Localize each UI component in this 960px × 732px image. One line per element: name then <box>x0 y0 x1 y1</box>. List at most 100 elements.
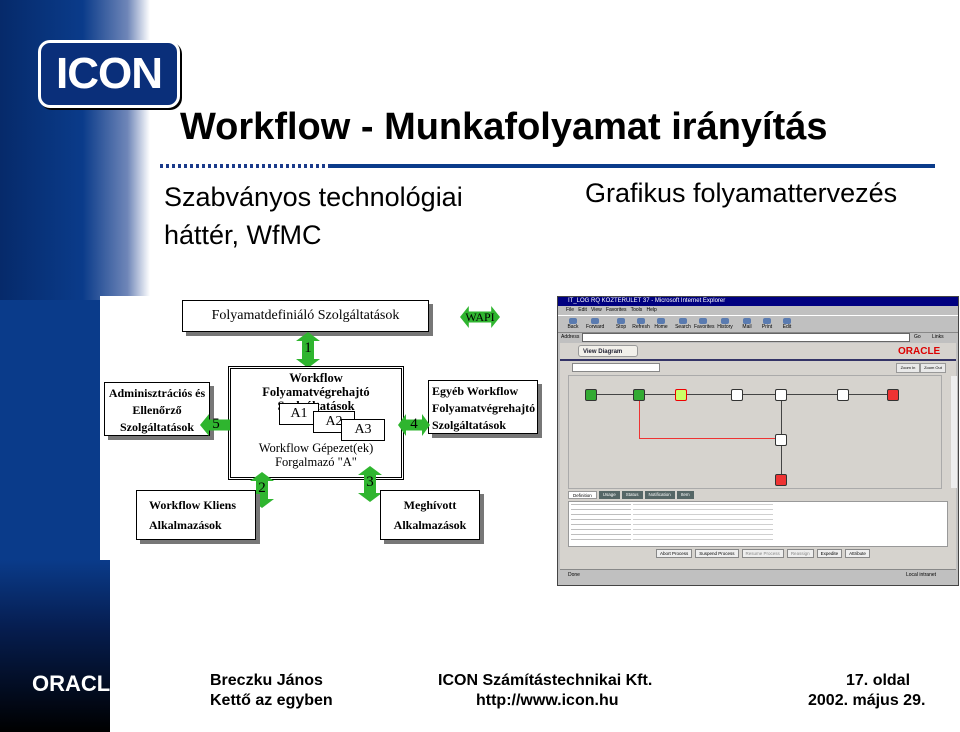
oracle-logo: ORACLE <box>898 346 941 357</box>
refresh-label: Refresh <box>632 324 650 330</box>
blue-band-bottom <box>0 560 110 732</box>
tab-notification[interactable]: Notification <box>644 491 675 499</box>
history-button[interactable]: History <box>716 318 734 330</box>
blue-band-middle <box>0 300 100 560</box>
edit-label: Edit <box>782 324 792 330</box>
search-icon <box>679 318 687 324</box>
detail-values <box>633 504 773 542</box>
forward-button[interactable]: Forward <box>586 318 604 330</box>
print-label: Print <box>761 324 773 330</box>
other-engines-box: Egyéb Workflow Folyamatvégrehajtó Szolgá… <box>428 380 538 434</box>
refresh-icon <box>637 318 645 324</box>
reassign-button[interactable]: Reassign <box>786 549 814 558</box>
mail-icon <box>743 318 751 324</box>
process-selector[interactable] <box>572 363 660 372</box>
interface-5-arrow <box>200 414 230 436</box>
home-button[interactable]: Home <box>652 318 670 330</box>
logo-text: ICON <box>56 49 163 98</box>
reject-node-icon[interactable] <box>775 434 787 446</box>
address-label: Address <box>561 334 580 340</box>
expedite-button[interactable]: Expedite <box>816 549 843 558</box>
dotted-rule <box>160 164 330 168</box>
tab-usage[interactable]: Usage <box>598 491 620 499</box>
address-input[interactable] <box>582 333 910 342</box>
print-icon <box>763 318 771 324</box>
wfmc-diagram: Folyamatdefiniáló Szolgáltatások WAPI 1 … <box>100 296 552 558</box>
menu-favorites[interactable]: Favorites <box>605 307 627 313</box>
footer-url[interactable]: http://www.icon.hu <box>476 692 619 709</box>
interface-4-arrow <box>398 414 430 436</box>
client-apps-box: Workflow Kliens Alkalmazások <box>136 490 256 540</box>
home-icon <box>657 318 665 324</box>
canvas-scrollbar[interactable] <box>951 376 957 488</box>
menu-help[interactable]: Help <box>646 307 657 313</box>
notify-node-icon[interactable] <box>837 389 849 401</box>
suspend-process-button[interactable]: Suspend Process <box>695 549 739 558</box>
header-rule <box>560 359 956 361</box>
wapi-label: WAPI <box>465 310 495 324</box>
favorites-button[interactable]: Favorites <box>694 318 715 330</box>
forward-icon <box>591 318 599 324</box>
status-zone: Local intranet <box>906 572 937 578</box>
footer-date: 2002. május 29. <box>808 692 926 709</box>
interface-3-label: 3 <box>366 474 374 490</box>
mail-button[interactable]: Mail <box>738 318 756 330</box>
subtitle-right: Grafikus folyamattervezés <box>585 178 898 208</box>
icon-logo: ICON <box>38 40 180 108</box>
document-node-icon[interactable] <box>731 389 743 401</box>
menu-view[interactable]: View <box>591 307 602 313</box>
workflow-screenshot: IT_LOG RQ KÖZTERÜLET 37 - Microsoft Inte… <box>557 296 959 586</box>
end-node-2-icon[interactable] <box>775 474 787 486</box>
detail-tabs: Definition Usage Status Notification Ite… <box>568 491 694 499</box>
detail-panel <box>568 501 948 547</box>
abort-process-button[interactable]: Abort Process <box>656 549 693 558</box>
back-icon <box>569 318 577 324</box>
back-button[interactable]: Back <box>564 318 582 330</box>
zoom-in-button[interactable]: Zoom In <box>896 363 920 373</box>
process-definition-box: Folyamatdefiniáló Szolgáltatások <box>182 300 429 332</box>
mail-label: Mail <box>742 324 752 330</box>
history-icon <box>721 318 729 324</box>
engine-box: Workflow Folyamatvégrehajtó Szolgáltatás… <box>228 366 404 480</box>
reject-line <box>639 394 640 438</box>
slide-title: Workflow - Munkafolyamat irányítás <box>180 106 828 148</box>
search-label: Search <box>675 324 691 330</box>
approval-node-icon[interactable] <box>633 389 645 401</box>
footer-author: Breczku János <box>210 672 323 689</box>
resume-process-button[interactable]: Resume Process <box>741 549 784 558</box>
search-button[interactable]: Search <box>674 318 692 330</box>
end-node-icon[interactable] <box>887 389 899 401</box>
interface-1-label: 1 <box>304 340 312 356</box>
page-content: View Diagram ORACLE Zoom In Zoom Out Def… <box>560 343 957 580</box>
links-button[interactable]: Links <box>932 334 944 340</box>
browser-toolbar: Back Forward Stop Refresh Home Search Fa… <box>558 315 958 333</box>
wapi-arrow <box>460 306 500 328</box>
tab-status[interactable]: Status <box>621 491 643 499</box>
action-buttons: Abort Process Suspend Process Resume Pro… <box>656 549 870 558</box>
tab-item[interactable]: Item <box>676 491 694 499</box>
menu-file[interactable]: File <box>566 307 575 313</box>
go-button[interactable]: Go <box>914 334 921 340</box>
a3-box: A3 <box>341 419 385 441</box>
active-node-icon[interactable] <box>675 389 687 401</box>
attribute-button[interactable]: Attribute <box>845 549 870 558</box>
stop-button[interactable]: Stop <box>612 318 630 330</box>
interface-2-label: 2 <box>258 480 266 496</box>
stop-icon <box>617 318 625 324</box>
address-bar: Address Go Links <box>558 332 958 342</box>
menu-tools[interactable]: Tools <box>630 307 643 313</box>
footer-page: 17. oldal <box>846 672 911 689</box>
oracle-footer-logo: ORACLE <box>32 671 125 696</box>
decision-node-icon[interactable] <box>775 389 787 401</box>
back-label: Back <box>567 324 579 330</box>
print-button[interactable]: Print <box>758 318 776 330</box>
view-diagram-tab[interactable]: View Diagram <box>578 345 638 357</box>
tab-definition[interactable]: Definition <box>568 491 597 499</box>
home-label: Home <box>654 324 668 330</box>
zoom-out-button[interactable]: Zoom Out <box>920 363 946 373</box>
footer-author-sub: Kettő az egyben <box>210 692 333 709</box>
menu-edit[interactable]: Edit <box>578 307 587 313</box>
refresh-button[interactable]: Refresh <box>632 318 650 330</box>
edit-button[interactable]: Edit <box>778 318 796 330</box>
start-node-icon[interactable] <box>585 389 597 401</box>
